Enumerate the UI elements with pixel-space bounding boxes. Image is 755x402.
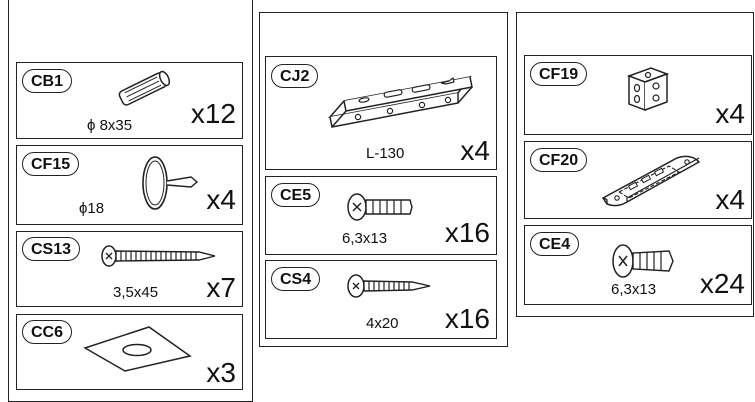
part-cf15: CF15 ϕ18 x4 xyxy=(16,145,243,225)
part-code: CF15 xyxy=(22,152,80,176)
part-size: 6,3x13 xyxy=(342,230,388,247)
part-code: CE5 xyxy=(271,183,321,207)
part-code: CE4 xyxy=(530,232,580,256)
long-screw-icon xyxy=(99,242,219,270)
part-ce5: CE5 6,3x13 x16 xyxy=(265,176,497,255)
slotted-angle-bracket-icon xyxy=(328,65,478,131)
part-code: CB1 xyxy=(22,69,73,93)
part-quantity: x4 xyxy=(206,184,236,215)
part-quantity: x24 xyxy=(699,268,745,299)
part-quantity: x7 xyxy=(206,272,236,303)
part-code: CS13 xyxy=(22,237,81,261)
part-cc6: CC6 x3 xyxy=(16,314,243,390)
part-code: CC6 xyxy=(22,320,73,344)
part-size: ϕ 8x35 xyxy=(87,117,133,134)
short-screw-icon xyxy=(346,189,416,225)
washer-plate-icon xyxy=(83,321,193,373)
part-code: CJ2 xyxy=(271,64,319,88)
part-size: ϕ18 xyxy=(79,200,105,217)
part-cf19: CF19 x4 xyxy=(524,55,752,135)
part-quantity: x16 xyxy=(444,217,490,248)
part-cs4: CS4 4x20 x16 xyxy=(265,260,497,339)
small-screw-icon xyxy=(346,271,436,301)
part-quantity: x12 xyxy=(190,98,236,129)
part-quantity: x16 xyxy=(444,303,490,334)
part-code: CS4 xyxy=(271,267,321,291)
part-code: CF19 xyxy=(530,62,588,86)
part-cj2: CJ2 L-130 x4 xyxy=(265,56,497,170)
part-size: 3,5x45 xyxy=(113,284,159,301)
part-cf20: CF20 x4 xyxy=(524,141,752,219)
furniture-glide-icon xyxy=(137,152,203,214)
hanging-plate-icon xyxy=(599,150,705,206)
part-cb1: CB1 ϕ 8x35 x12 xyxy=(16,62,243,139)
part-size: 4x20 xyxy=(366,315,399,332)
part-size: 6,3x13 xyxy=(611,281,657,298)
part-code: CF20 xyxy=(530,148,588,172)
part-size: L-130 xyxy=(366,145,405,162)
wooden-dowel-icon xyxy=(115,69,173,109)
cabinet-screw-icon xyxy=(611,240,677,282)
part-ce4: CE4 6,3x13 x24 xyxy=(524,225,752,305)
part-quantity: x4 xyxy=(715,184,745,215)
part-quantity: x4 xyxy=(460,135,490,166)
corner-bracket-icon xyxy=(621,60,677,116)
part-quantity: x3 xyxy=(206,357,236,388)
part-quantity: x4 xyxy=(715,98,745,129)
part-cs13: CS13 3,5x45 x7 xyxy=(16,231,243,307)
